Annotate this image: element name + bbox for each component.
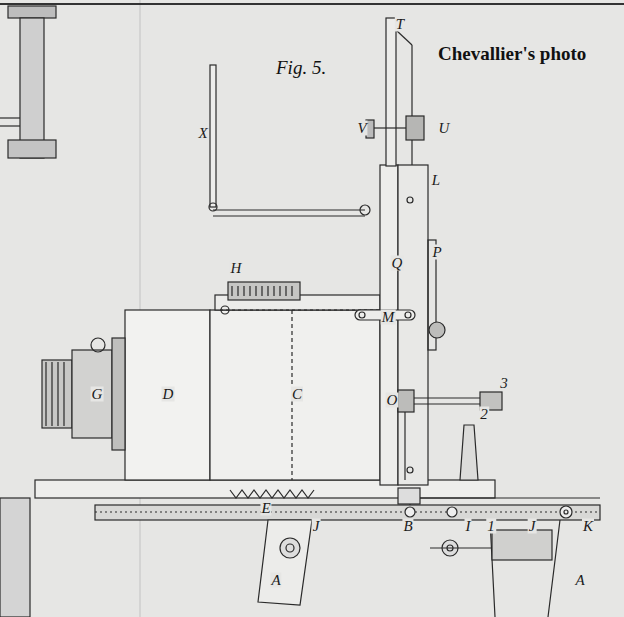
part-letter: P — [431, 245, 442, 260]
part-letter: O — [386, 393, 399, 408]
part-letter: C — [291, 387, 303, 402]
part-letter: B — [402, 519, 413, 534]
part-letter: U — [438, 121, 451, 136]
part-letter: E — [260, 501, 271, 516]
part-letter: K — [582, 519, 594, 534]
part-letter: T — [395, 17, 405, 32]
part-letter: X — [197, 126, 208, 141]
part-letter: J — [312, 519, 321, 534]
part-letter: 1 — [486, 519, 496, 534]
part-letter: 2 — [479, 407, 489, 422]
part-letter: D — [162, 387, 175, 402]
part-letter: A — [574, 573, 585, 588]
part-letter: Q — [391, 256, 404, 271]
part-letter: L — [431, 173, 441, 188]
part-letter: I — [465, 519, 472, 534]
part-letter: H — [230, 261, 243, 276]
part-letter: M — [381, 310, 396, 325]
figure-title: Chevallier's photo — [438, 44, 586, 63]
part-letter: V — [356, 121, 367, 136]
part-letter: 3 — [499, 376, 509, 391]
part-letter: A — [270, 573, 281, 588]
part-letter: J — [528, 519, 537, 534]
part-letter: G — [91, 387, 104, 402]
figure-number: Fig. 5. — [276, 58, 326, 77]
